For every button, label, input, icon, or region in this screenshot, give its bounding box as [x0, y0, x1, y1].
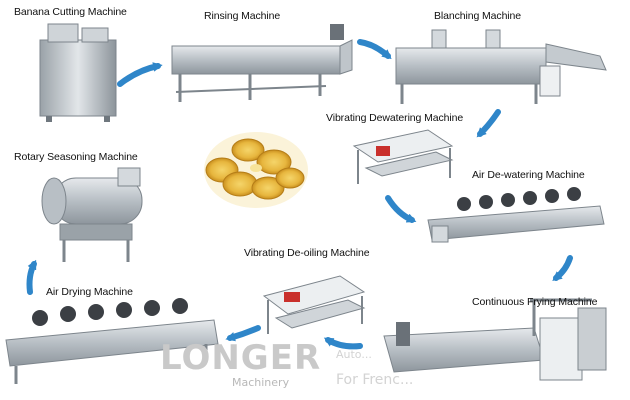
arrow-air-drying-to-seasoning [26, 259, 37, 295]
arrow-deoiling-to-air-drying [225, 325, 261, 342]
air-drying-machine-illustration [5, 298, 219, 384]
watermark-faded-line-1: Auto... [336, 348, 372, 361]
blanching-machine-illustration [395, 29, 607, 104]
label-banana-cutting-machine: Banana Cutting Machine [14, 6, 127, 18]
watermark-faded-line-2: For Frenc... [336, 372, 414, 388]
label-air-dewatering-machine: Air De-watering Machine [472, 169, 585, 181]
label-continuous-frying-machine: Continuous Frying Machine [472, 296, 598, 308]
air-dewatering-machine-illustration [427, 187, 605, 243]
banana-chips-illustration [204, 132, 308, 208]
arrow-blanching-to-dewatering [476, 109, 501, 138]
label-rinsing-machine: Rinsing Machine [204, 10, 281, 22]
vibrating-dewatering-machine-illustration [352, 129, 454, 184]
arrow-frying-to-deoiling [323, 337, 363, 350]
rotary-seasoning-machine-illustration [41, 167, 143, 262]
continuous-frying-machine-illustration [383, 298, 607, 381]
watermark-brand: LONGER [160, 338, 322, 378]
label-air-drying-machine: Air Drying Machine [46, 286, 133, 298]
arrow-dewatering-to-air-dewatering [385, 195, 417, 223]
flow-arrows [26, 39, 573, 350]
label-vibrating-deoiling-machine: Vibrating De-oiling Machine [244, 247, 370, 259]
vibrating-deoiling-machine-illustration [262, 275, 366, 334]
rinsing-machine-illustration [171, 24, 353, 102]
banana-cutting-machine-illustration [39, 23, 117, 122]
label-rotary-seasoning-machine: Rotary Seasoning Machine [14, 151, 138, 163]
arrow-cutting-to-rinsing [117, 62, 163, 87]
arrow-air-dewatering-to-frying [552, 255, 573, 281]
label-blanching-machine: Blanching Machine [434, 10, 522, 22]
label-vibrating-dewatering-machine: Vibrating Dewatering Machine [326, 112, 464, 124]
watermark-sub: Machinery [232, 376, 290, 389]
arrow-rinsing-to-blanching [357, 39, 392, 60]
